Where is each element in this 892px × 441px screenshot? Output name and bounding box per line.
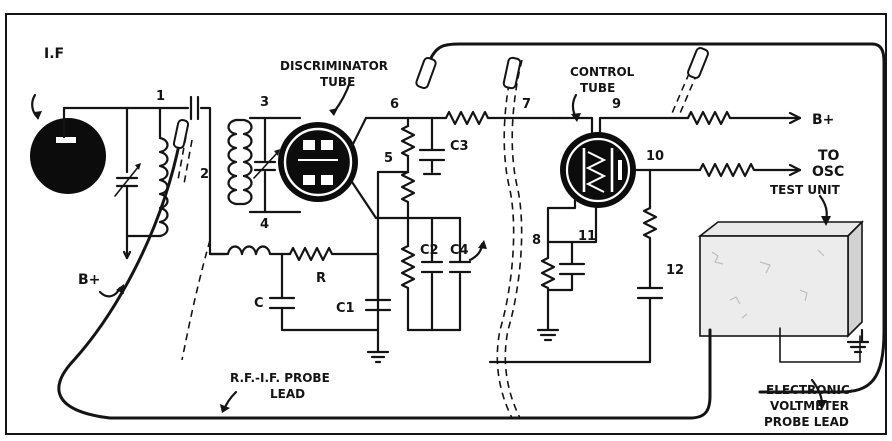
control-tube <box>560 93 636 208</box>
filter-network <box>208 245 392 364</box>
b-plus-right-label: B+ <box>812 112 834 128</box>
test-point-11: 11 <box>578 229 596 244</box>
discriminator-transformer <box>227 116 302 214</box>
vtvm-probe-lead <box>510 327 861 420</box>
control-tube-label-line2: TUBE <box>580 81 615 95</box>
discriminator-tube-label-line2: TUBE <box>320 75 355 89</box>
test-point-1: 1 <box>156 89 165 104</box>
b-plus-left-arrow <box>98 284 124 298</box>
coupling-capacitor <box>158 95 227 256</box>
if-tube <box>30 93 162 194</box>
test-point-3: 3 <box>260 95 269 110</box>
if-transformer-primary <box>114 106 169 260</box>
component-c-label: C <box>254 296 264 311</box>
top-probe-lead <box>415 42 886 419</box>
to-osc-label-line1: TO <box>818 148 840 164</box>
component-c1-label: C1 <box>336 301 355 316</box>
rf-if-probe-lead <box>57 119 514 420</box>
test-unit-box <box>697 194 870 354</box>
b-plus-left-label: B+ <box>78 272 100 288</box>
test-point-10: 10 <box>646 149 664 164</box>
test-point-4: 4 <box>260 217 269 232</box>
test-point-2: 2 <box>200 167 209 182</box>
control-tube-wiring <box>488 110 802 364</box>
test-point-8: 8 <box>532 233 541 248</box>
if-stage-label: I.F <box>44 46 64 62</box>
test-point-5: 5 <box>384 151 393 166</box>
vtvm-label-line3: PROBE LEAD <box>764 415 849 429</box>
c3-capacitor <box>418 116 446 176</box>
test-point-6: 6 <box>390 97 399 112</box>
control-tube-label-line1: CONTROL <box>570 65 635 79</box>
vtvm-label-line2: VOLTMETER <box>770 399 849 413</box>
diagram-border <box>5 13 887 435</box>
series-resistor <box>406 110 562 126</box>
component-c3-label: C3 <box>450 139 469 154</box>
discriminator-tube <box>278 80 378 220</box>
test-point-9: 9 <box>612 97 621 112</box>
to-osc-label-line2: OSC <box>812 164 844 180</box>
component-r-label: R <box>316 271 326 286</box>
test-point-7: 7 <box>522 97 531 112</box>
rf-probe-label-line1: R.F.-I.F. PROBE <box>230 371 330 385</box>
vtvm-label-line1: ELECTRONIC- <box>766 383 855 397</box>
component-c4-label: C4 <box>450 243 469 258</box>
component-c2-label: C2 <box>420 243 439 258</box>
discriminator-tube-label-line1: DISCRIMINATOR <box>280 59 388 73</box>
test-point-12: 12 <box>666 263 684 278</box>
rf-probe-label-line2: LEAD <box>270 387 305 401</box>
test-unit-label: TEST UNIT <box>770 183 841 197</box>
